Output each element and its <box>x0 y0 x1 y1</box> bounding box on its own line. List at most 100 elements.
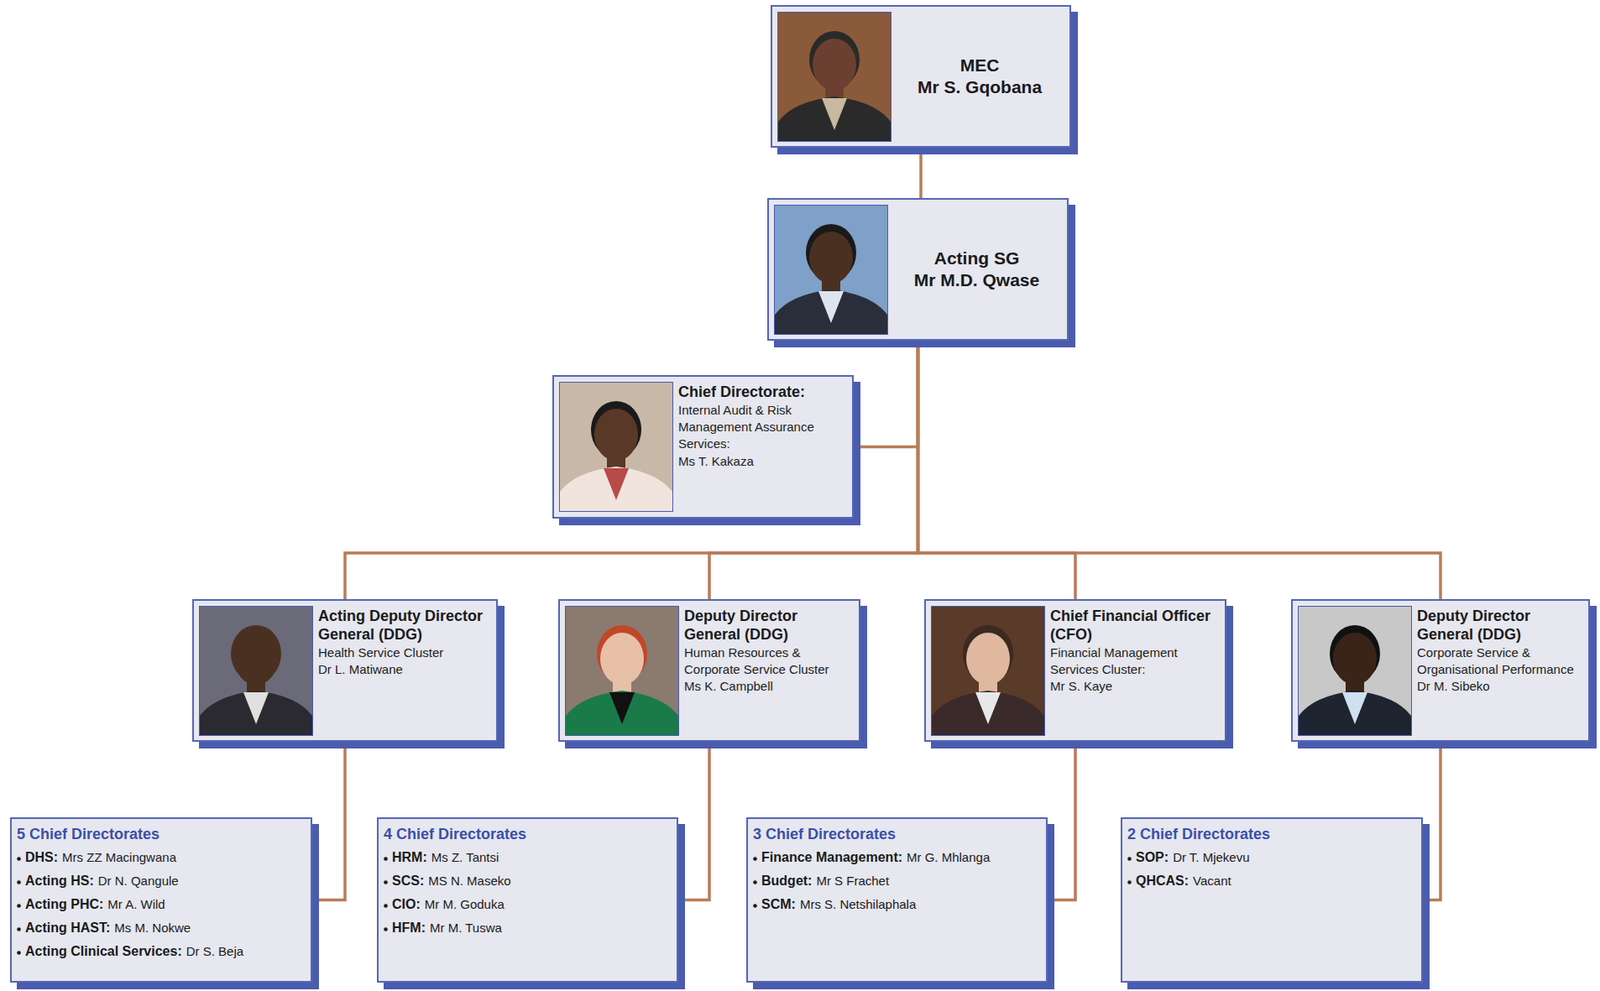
cluster-name: Corporate Service & Organisational Perfo… <box>1416 644 1584 680</box>
bullet-dot <box>1127 880 1132 885</box>
org-connector <box>678 742 710 901</box>
text-column: MECMr S. Gqobana <box>917 54 1042 100</box>
role-title: Deputy Director General (DDG) <box>684 607 854 645</box>
cluster-name: Health Service Cluster <box>318 644 492 662</box>
person-name: Dr M. Sibeko <box>1416 678 1584 696</box>
list-item: DHS:Mrs ZZ Macingwana <box>16 846 304 870</box>
person-name: Mr S Frachet <box>815 873 889 889</box>
person-box: MECMr S. Gqobana <box>770 5 1072 148</box>
list-item: Acting HAST:Ms M. Nokwe <box>16 916 304 941</box>
list-item: QHCAS:Vacant <box>1127 869 1415 894</box>
portrait-photo <box>198 606 314 737</box>
directorate-code: SOP: <box>1135 850 1169 865</box>
directorate-code: CIO: <box>392 897 421 912</box>
list-item: HRM:Ms Z. Tantsi <box>383 846 670 870</box>
person-name: Vacant <box>1192 873 1232 889</box>
bullet-dot <box>383 927 388 932</box>
role-title: MEC <box>917 54 1042 77</box>
person-name: Mr M. Tuswa <box>429 920 502 936</box>
org-connector <box>345 340 919 600</box>
person-name: Mr S. Kaye <box>1050 678 1220 696</box>
text-column: Chief Directorate:Internal Audit & Risk … <box>678 383 848 471</box>
org-connector <box>1422 742 1441 901</box>
person-box: Acting Deputy Director General (DDG)Heal… <box>192 599 498 743</box>
directorate-list-box: 2 Chief DirectoratesSOP:Dr T. MjekevuQHC… <box>1120 817 1423 984</box>
bullet-dot <box>16 880 21 885</box>
person-box: Chief Directorate:Internal Audit & Risk … <box>552 375 854 519</box>
person-name: Mrs ZZ Macingwana <box>62 850 177 865</box>
directorate-code: Acting PHC: <box>25 897 104 912</box>
person-name: Dr T. Mjekevu <box>1172 850 1250 865</box>
cluster-name: Internal Audit & Risk Management Assuran… <box>678 402 848 454</box>
bullet-dot <box>383 857 388 862</box>
person-box: Acting SGMr M.D. Qwase <box>767 198 1069 341</box>
text-column: Chief Financial Officer (CFO)Financial M… <box>1050 607 1220 696</box>
person-name: Mr A. Wild <box>107 897 165 912</box>
portrait-photo <box>773 204 889 335</box>
bullet-dot <box>383 880 388 885</box>
text-column: Acting Deputy Director General (DDG)Heal… <box>318 607 492 679</box>
org-connector <box>918 340 1442 600</box>
person-box: Deputy Director General (DDG)Corporate S… <box>1291 599 1590 743</box>
person-name: Dr L. Matiwane <box>318 661 492 679</box>
person-name: MS N. Maseko <box>428 873 511 889</box>
role-title: Chief Directorate: <box>678 383 848 403</box>
list-heading: 3 Chief Directorates <box>752 822 1040 847</box>
bullet-dot <box>16 857 21 862</box>
person-box: Chief Financial Officer (CFO)Financial M… <box>924 599 1227 743</box>
portrait-photo <box>777 11 892 142</box>
list-heading: 5 Chief Directorates <box>16 822 304 847</box>
portrait-photo <box>1297 606 1412 737</box>
list-item: SOP:Dr T. Mjekevu <box>1127 846 1415 870</box>
directorate-list-box: 5 Chief DirectoratesDHS:Mrs ZZ Macingwan… <box>10 817 313 984</box>
portrait-photo <box>930 606 1046 737</box>
portrait-photo <box>559 381 674 513</box>
role-title: Acting Deputy Director General (DDG) <box>318 607 492 645</box>
person-name: Mr M.D. Qwase <box>914 269 1040 292</box>
portrait-photo <box>564 606 680 737</box>
bullet-dot <box>16 904 21 909</box>
org-connector <box>918 340 1077 600</box>
bullet-dot <box>16 951 21 956</box>
person-name: Mr M. Goduka <box>424 897 505 912</box>
person-name: Ms K. Campbell <box>684 678 854 696</box>
text-column: Acting SGMr M.D. Qwase <box>914 247 1040 293</box>
person-name: Ms Z. Tantsi <box>431 850 500 865</box>
text-column: 3 Chief DirectoratesFinance Management:M… <box>752 822 1040 917</box>
bullet-dot <box>752 880 758 885</box>
bullet-dot <box>1127 857 1132 862</box>
list-item: CIO:Mr M. Goduka <box>383 893 670 917</box>
directorate-code: Acting HS: <box>25 873 95 889</box>
person-name: Ms T. Kakaza <box>678 453 848 471</box>
person-name: Mrs S. Netshilaphala <box>800 897 916 912</box>
directorate-list-box: 3 Chief DirectoratesFinance Management:M… <box>746 817 1048 984</box>
bullet-dot <box>752 857 758 862</box>
list-item: SCS:MS N. Maseko <box>383 869 670 894</box>
directorate-code: Budget: <box>761 873 812 889</box>
directorate-code: QHCAS: <box>1135 873 1189 889</box>
text-column: Deputy Director General (DDG)Corporate S… <box>1416 607 1584 696</box>
person-name: Ms M. Nokwe <box>114 920 191 936</box>
person-name: Mr G. Mhlanga <box>906 850 990 865</box>
list-item: Acting PHC:Mr A. Wild <box>16 893 304 917</box>
directorate-code: Finance Management: <box>761 850 903 865</box>
list-heading: 2 Chief Directorates <box>1127 822 1415 847</box>
org-connector <box>919 147 923 199</box>
text-column: 4 Chief DirectoratesHRM:Ms Z. TantsiSCS:… <box>383 822 670 941</box>
text-column: 5 Chief DirectoratesDHS:Mrs ZZ Macingwan… <box>16 822 304 964</box>
directorate-code: SCM: <box>761 897 796 912</box>
bullet-dot <box>16 927 21 932</box>
role-title: Chief Financial Officer (CFO) <box>1050 607 1220 645</box>
cluster-name: Financial Management Services Cluster: <box>1050 644 1220 680</box>
directorate-code: Acting HAST: <box>25 920 110 936</box>
cluster-name: Human Resources & Corporate Service Clus… <box>684 644 854 680</box>
directorate-code: HRM: <box>392 850 428 865</box>
list-item: Acting HS:Dr N. Qangule <box>16 869 304 894</box>
person-name: Dr N. Qangule <box>98 873 179 889</box>
directorate-code: HFM: <box>392 920 426 936</box>
person-box: Deputy Director General (DDG)Human Resou… <box>558 599 861 743</box>
list-item: Acting Clinical Services:Dr S. Beja <box>16 940 304 964</box>
list-item: Finance Management:Mr G. Mhlanga <box>752 846 1040 870</box>
bullet-dot <box>383 904 388 909</box>
